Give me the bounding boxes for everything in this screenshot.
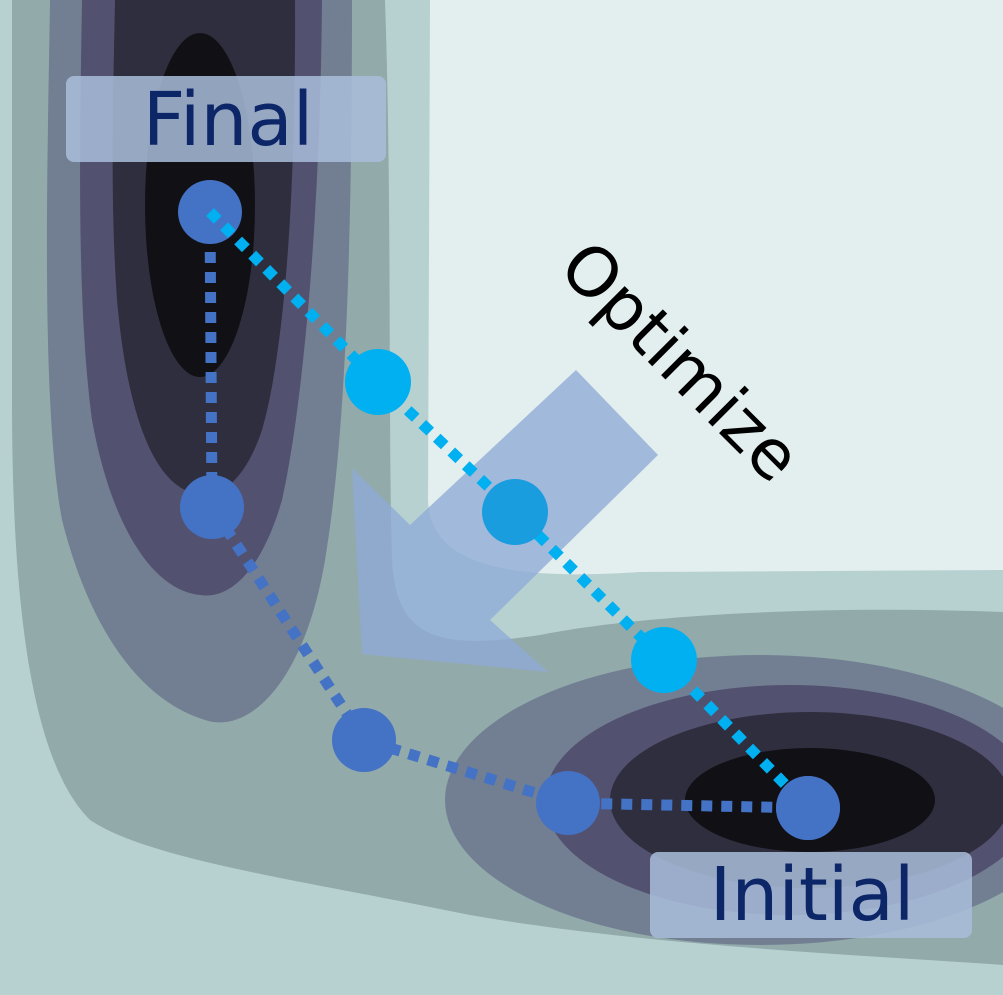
optimized-path-node — [345, 349, 411, 415]
final-label-box — [66, 76, 386, 162]
initial-path-line — [204, 211, 809, 814]
optimized-path-node — [631, 627, 697, 693]
final-label: Final — [143, 77, 314, 163]
initial-path-node — [332, 708, 396, 772]
initial-label: Initial — [710, 852, 915, 938]
optimized-path-node — [482, 479, 548, 545]
initial-path-node — [180, 475, 244, 539]
initial-label-box — [650, 852, 972, 938]
optimized-path — [206, 208, 840, 840]
initial-path-node — [536, 771, 600, 835]
optimized-path-node — [776, 776, 840, 840]
